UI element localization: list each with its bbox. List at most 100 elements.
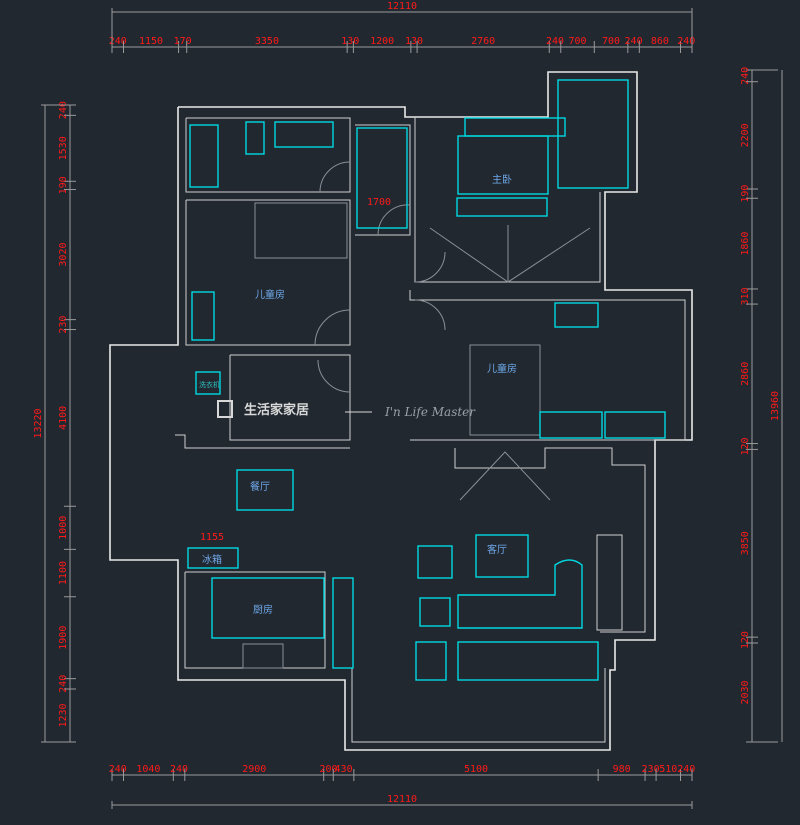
door-swings xyxy=(314,161,446,393)
bottom-dim-label: 1040 xyxy=(136,764,160,775)
top-dim-label: 170 xyxy=(174,36,192,47)
top_total-dim-label: 12110 xyxy=(387,1,417,12)
dim-corridor: 1700 xyxy=(367,197,391,208)
left-dim-label: 3020 xyxy=(58,243,69,267)
wardrobe-corridor xyxy=(356,127,408,229)
label-fridge: 冰箱 xyxy=(202,553,222,566)
right-dim-label: 240 xyxy=(740,67,751,85)
bottom-dim-label: 980 xyxy=(613,764,631,775)
inner-wall-bath xyxy=(185,117,351,193)
right-dim-label: 120 xyxy=(740,631,751,649)
label-kids1: 儿童房 xyxy=(255,288,285,301)
room-labels: 主卧 儿童房 儿童房 餐厅 客厅 厨房 冰箱 洗衣机 1700 1155 xyxy=(199,173,517,616)
inner-wall-living xyxy=(454,447,646,633)
left-dim-label: 240 xyxy=(58,675,69,693)
label-kitchen: 厨房 xyxy=(253,603,273,616)
washer xyxy=(195,371,221,395)
label-kids2: 儿童房 xyxy=(487,362,517,375)
view-lines xyxy=(429,225,591,501)
fridge xyxy=(187,547,239,569)
left_total-dim-label: 13220 xyxy=(33,408,44,438)
label-dining: 餐厅 xyxy=(250,480,270,493)
inner-wall-corridor xyxy=(355,124,411,236)
left-dim-label: 1000 xyxy=(58,516,69,540)
label-washer: 洗衣机 xyxy=(199,380,220,389)
right-dim-label: 3850 xyxy=(740,531,751,555)
top-dim-label: 240 xyxy=(546,36,564,47)
top-dim-label: 130 xyxy=(405,36,423,47)
bottom-dim-label: 2900 xyxy=(242,764,266,775)
watermark: 生活家家居 I'n Life Master xyxy=(217,400,476,419)
inner-wall-balcony xyxy=(351,668,606,743)
living-cabinet xyxy=(596,534,623,631)
bathtub xyxy=(189,124,219,188)
armchair xyxy=(417,545,453,579)
kids2-wardrobe xyxy=(554,302,599,328)
master-tv-bench xyxy=(456,197,548,217)
inner-wall-kids2 xyxy=(409,290,686,441)
top-dim-label: 1200 xyxy=(370,36,394,47)
tv-cabinet xyxy=(475,534,529,578)
label-living: 客厅 xyxy=(487,543,507,556)
outer-wall xyxy=(109,71,693,751)
left-dim-label: 230 xyxy=(58,316,69,334)
right-dim-label: 2860 xyxy=(740,362,751,386)
sofa xyxy=(457,559,583,629)
stove xyxy=(242,643,284,669)
bottom-dim-label: 240 xyxy=(170,764,188,775)
top-dim-label: 700 xyxy=(602,36,620,47)
kitchen-counter xyxy=(211,577,325,639)
left-dim-label: 1900 xyxy=(58,626,69,650)
furniture xyxy=(187,79,666,681)
kids1-desk xyxy=(191,291,215,341)
left-dim-label: 240 xyxy=(58,101,69,119)
kids2-bed xyxy=(469,344,541,436)
left-dim-label: 1230 xyxy=(58,703,69,727)
top-dim-label: 240 xyxy=(625,36,643,47)
top-dim-label: 240 xyxy=(109,36,127,47)
inner-wall-dining xyxy=(175,434,350,449)
top-dim-label: 700 xyxy=(569,36,587,47)
bottom-dim-label: 240 xyxy=(677,764,695,775)
left-dim-label: 1530 xyxy=(58,136,69,160)
inner-wall-small-bath xyxy=(229,354,351,441)
right-dim-label: 120 xyxy=(740,437,751,455)
left-dim-label: 4100 xyxy=(58,406,69,430)
kids1-bed xyxy=(254,202,348,259)
left-dim-label: 1100 xyxy=(58,561,69,585)
label-master: 主卧 xyxy=(492,173,512,186)
dining-table xyxy=(236,469,294,511)
watermark-en: I'n Life Master xyxy=(384,405,476,419)
watermark-logo xyxy=(217,400,233,418)
bottom-dim-label: 510 xyxy=(659,764,677,775)
bottom-dim-label: 430 xyxy=(335,764,353,775)
right-dim-label: 1860 xyxy=(740,232,751,256)
top-dim-label: 860 xyxy=(651,36,669,47)
right-dim-label: 310 xyxy=(740,287,751,305)
bottom-dim-label: 230 xyxy=(642,764,660,775)
right-dim-label: 2200 xyxy=(740,123,751,147)
bottom-dim-label: 5100 xyxy=(464,764,488,775)
kids2-cabinet xyxy=(604,411,666,439)
kids2-desk xyxy=(539,411,603,439)
bottom_total-dim-label: 12110 xyxy=(387,794,417,805)
top-dim-label: 3350 xyxy=(255,36,279,47)
right_total-dim-label: 13960 xyxy=(770,391,781,421)
walls xyxy=(109,71,693,751)
balcony-cabinet xyxy=(457,641,599,681)
side-table xyxy=(419,597,451,627)
dim-fridge: 1155 xyxy=(200,532,224,543)
toilet xyxy=(245,121,265,155)
shoe-cabinet xyxy=(415,641,447,681)
top-dim-label: 240 xyxy=(677,36,695,47)
right-dim-label: 190 xyxy=(740,185,751,203)
top-dim-label: 130 xyxy=(341,36,359,47)
watermark-cn: 生活家家居 xyxy=(244,402,309,418)
left-dim-label: 190 xyxy=(58,176,69,194)
top-dim-label: 1150 xyxy=(139,36,163,47)
bottom-dim-label: 240 xyxy=(109,764,127,775)
kitchen-tall-cabinet xyxy=(332,577,354,669)
inner-wall-kids1 xyxy=(185,199,351,346)
